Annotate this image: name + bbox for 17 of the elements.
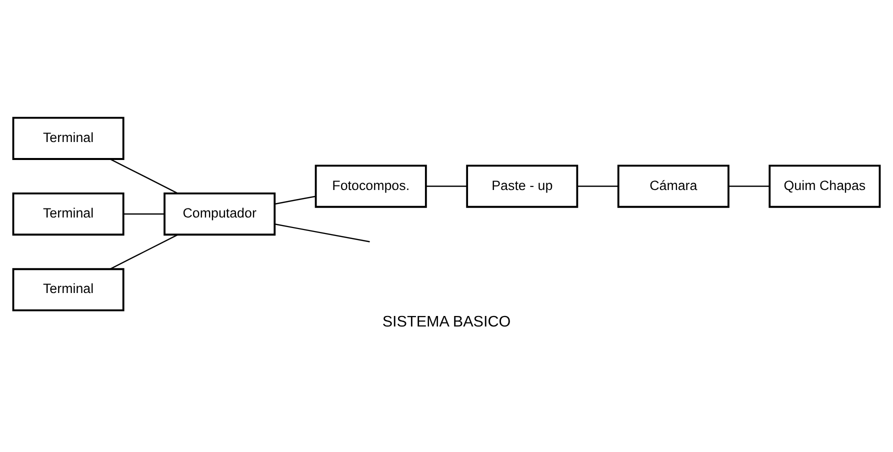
- connector: [577, 185, 618, 186]
- node-box: Terminal: [12, 192, 124, 236]
- node-box: Fotocompos.: [314, 164, 427, 208]
- node-box: Quim Chapas: [768, 164, 881, 208]
- connector: [110, 234, 178, 270]
- connector: [124, 212, 164, 214]
- connector: [426, 185, 467, 186]
- node-box: Cámara: [617, 164, 730, 208]
- connector: [274, 223, 370, 242]
- node-box: Terminal: [12, 268, 124, 311]
- node-box: Computador: [164, 192, 276, 236]
- connector: [274, 195, 316, 204]
- caption: SISTEMA BASICO: [382, 312, 511, 330]
- connector: [728, 185, 770, 186]
- connector: [110, 158, 178, 194]
- node-box: Terminal: [12, 116, 124, 160]
- node-box: Paste - up: [466, 164, 578, 208]
